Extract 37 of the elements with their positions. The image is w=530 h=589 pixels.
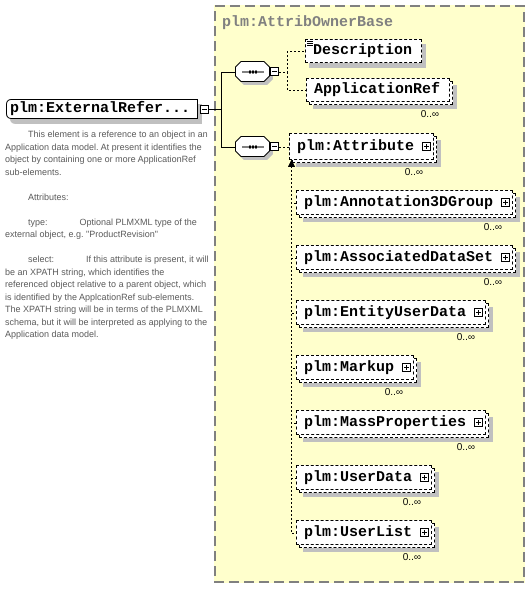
element-name: plm:AssociatedDataSet <box>304 248 494 266</box>
element-box <box>296 190 513 215</box>
multiplicity-label: 0..∞ <box>420 109 439 120</box>
description-text: Attributes: <box>27 190 70 203</box>
element-name: plm:ExternalRefer... <box>10 100 190 118</box>
element-box <box>296 355 414 380</box>
multiplicity-label: 0..∞ <box>484 277 502 288</box>
type-name: plm:AttribOwnerBase <box>222 14 394 32</box>
multiplicity-label: 0..∞ <box>402 497 421 508</box>
element-box <box>296 410 486 435</box>
element-box <box>289 133 434 160</box>
element-box <box>296 300 486 325</box>
description-text: This element is a reference to an object in an Application data model. At present it identifies the object by containing one or more ApplicationRef sub-elements. <box>5 128 209 178</box>
element-name: ApplicationRef <box>314 81 440 99</box>
multiplicity-label: 0..∞ <box>402 552 421 563</box>
multiplicity-label: 0..∞ <box>456 442 475 453</box>
multiplicity-label: 0..∞ <box>384 387 403 398</box>
element-name: Description <box>313 42 412 60</box>
complex-type-box <box>214 5 525 583</box>
element-box <box>296 465 432 490</box>
element-box <box>306 78 450 102</box>
description-text: type: Optional PLMXML type of the external object, e.g. "ProductRevision" <box>5 216 198 240</box>
connector-line <box>278 72 306 91</box>
multiplicity-label: 0..∞ <box>404 167 423 178</box>
element-box <box>296 520 432 545</box>
element-name: plm:EntityUserData <box>304 304 466 322</box>
connector-line <box>278 147 290 148</box>
element-name: plm:Attribute <box>297 138 414 156</box>
multiplicity-label: 0..∞ <box>456 332 475 343</box>
description-text: select: If this attribute is present, it will be an XPATH string, which identifies the referenced object relative to a parent object, which is identified by the ApplcationRef sub-elements. The XPATH string will be in terms of the PLMXML schema, but it will be interpreted as applying to the Application data model. <box>5 253 209 340</box>
element-name: plm:Annotation3DGroup <box>304 194 494 212</box>
element-box <box>296 245 513 270</box>
element-name: plm:Markup <box>304 358 394 376</box>
element-name: plm:MassProperties <box>304 414 466 432</box>
multiplicity-label: 0..∞ <box>484 222 502 233</box>
element-name: plm:UserData <box>304 468 412 486</box>
element-name: plm:UserList <box>304 524 412 542</box>
